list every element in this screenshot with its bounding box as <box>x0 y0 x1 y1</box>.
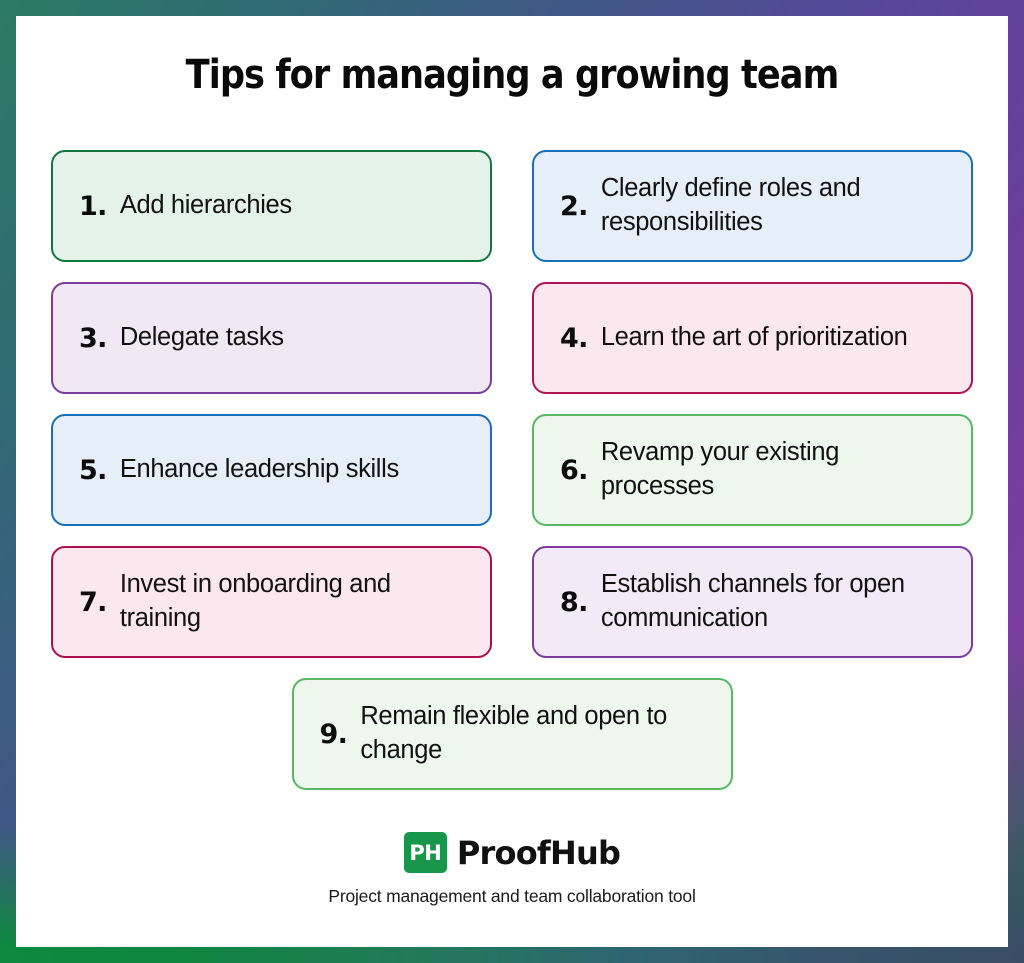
footer: PH ProofHub Project management and team … <box>16 832 1008 907</box>
tip-text-9: Remain flexible and open to change <box>360 702 668 764</box>
tip-card-7[interactable]: 7. Invest in onboarding and training <box>51 546 492 658</box>
proofhub-logo[interactable]: PH ProofHub <box>16 832 1008 873</box>
tip-card-5[interactable]: 5. Enhance leadership skills <box>51 414 492 526</box>
tip-text-1: Add hierarchies <box>119 191 292 220</box>
tips-grid: 1. Add hierarchies 2. Clearly define rol… <box>51 150 973 810</box>
proofhub-wordmark: ProofHub <box>456 833 621 872</box>
tip-number-8: 8. <box>560 586 588 618</box>
tip-text-3: Delegate tasks <box>119 323 284 352</box>
footer-tagline: Project management and team collaboratio… <box>328 886 696 906</box>
proofhub-logo-icon: PH <box>403 832 447 873</box>
tips-row-3: 5. Enhance leadership skills 6. Revamp y… <box>51 414 973 526</box>
tips-row-2: 3. Delegate tasks 4. Learn the art of pr… <box>51 282 973 394</box>
tip-card-8[interactable]: 8. Establish channels for open communica… <box>532 546 973 658</box>
tip-number-9: 9. <box>319 718 348 750</box>
tip-card-4[interactable]: 4. Learn the art of prioritization <box>532 282 973 394</box>
tip-number-7: 7. <box>79 586 107 618</box>
tips-row-1: 1. Add hierarchies 2. Clearly define rol… <box>51 150 973 262</box>
tips-row-5: 9. Remain flexible and open to change <box>51 678 973 790</box>
tip-number-6: 6. <box>560 454 588 486</box>
tip-text-8: Establish channels for open communicatio… <box>600 570 905 632</box>
infographic-card: Tips for managing a growing team 1. Add … <box>16 16 1008 947</box>
tip-number-1: 1. <box>79 190 107 222</box>
tip-text-7: Invest in onboarding and training <box>119 570 391 632</box>
tip-text-5: Enhance leadership skills <box>119 455 399 484</box>
page-title: Tips for managing a growing team <box>185 52 840 98</box>
tips-row-4: 7. Invest in onboarding and training 8. … <box>51 546 973 658</box>
tip-card-2[interactable]: 2. Clearly define roles and responsibili… <box>532 150 973 262</box>
tip-number-2: 2. <box>560 190 588 222</box>
tip-card-6[interactable]: 6. Revamp your existing processes <box>532 414 973 526</box>
tip-text-2: Clearly define roles and responsibilitie… <box>600 174 861 236</box>
tip-number-3: 3. <box>79 322 107 354</box>
tip-card-1[interactable]: 1. Add hierarchies <box>51 150 492 262</box>
tip-text-4: Learn the art of prioritization <box>600 323 908 352</box>
tip-text-6: Revamp your existing processes <box>600 438 840 500</box>
tip-card-3[interactable]: 3. Delegate tasks <box>51 282 492 394</box>
tip-number-4: 4. <box>560 322 588 354</box>
tip-number-5: 5. <box>79 454 107 486</box>
tip-card-9[interactable]: 9. Remain flexible and open to change <box>291 678 733 790</box>
